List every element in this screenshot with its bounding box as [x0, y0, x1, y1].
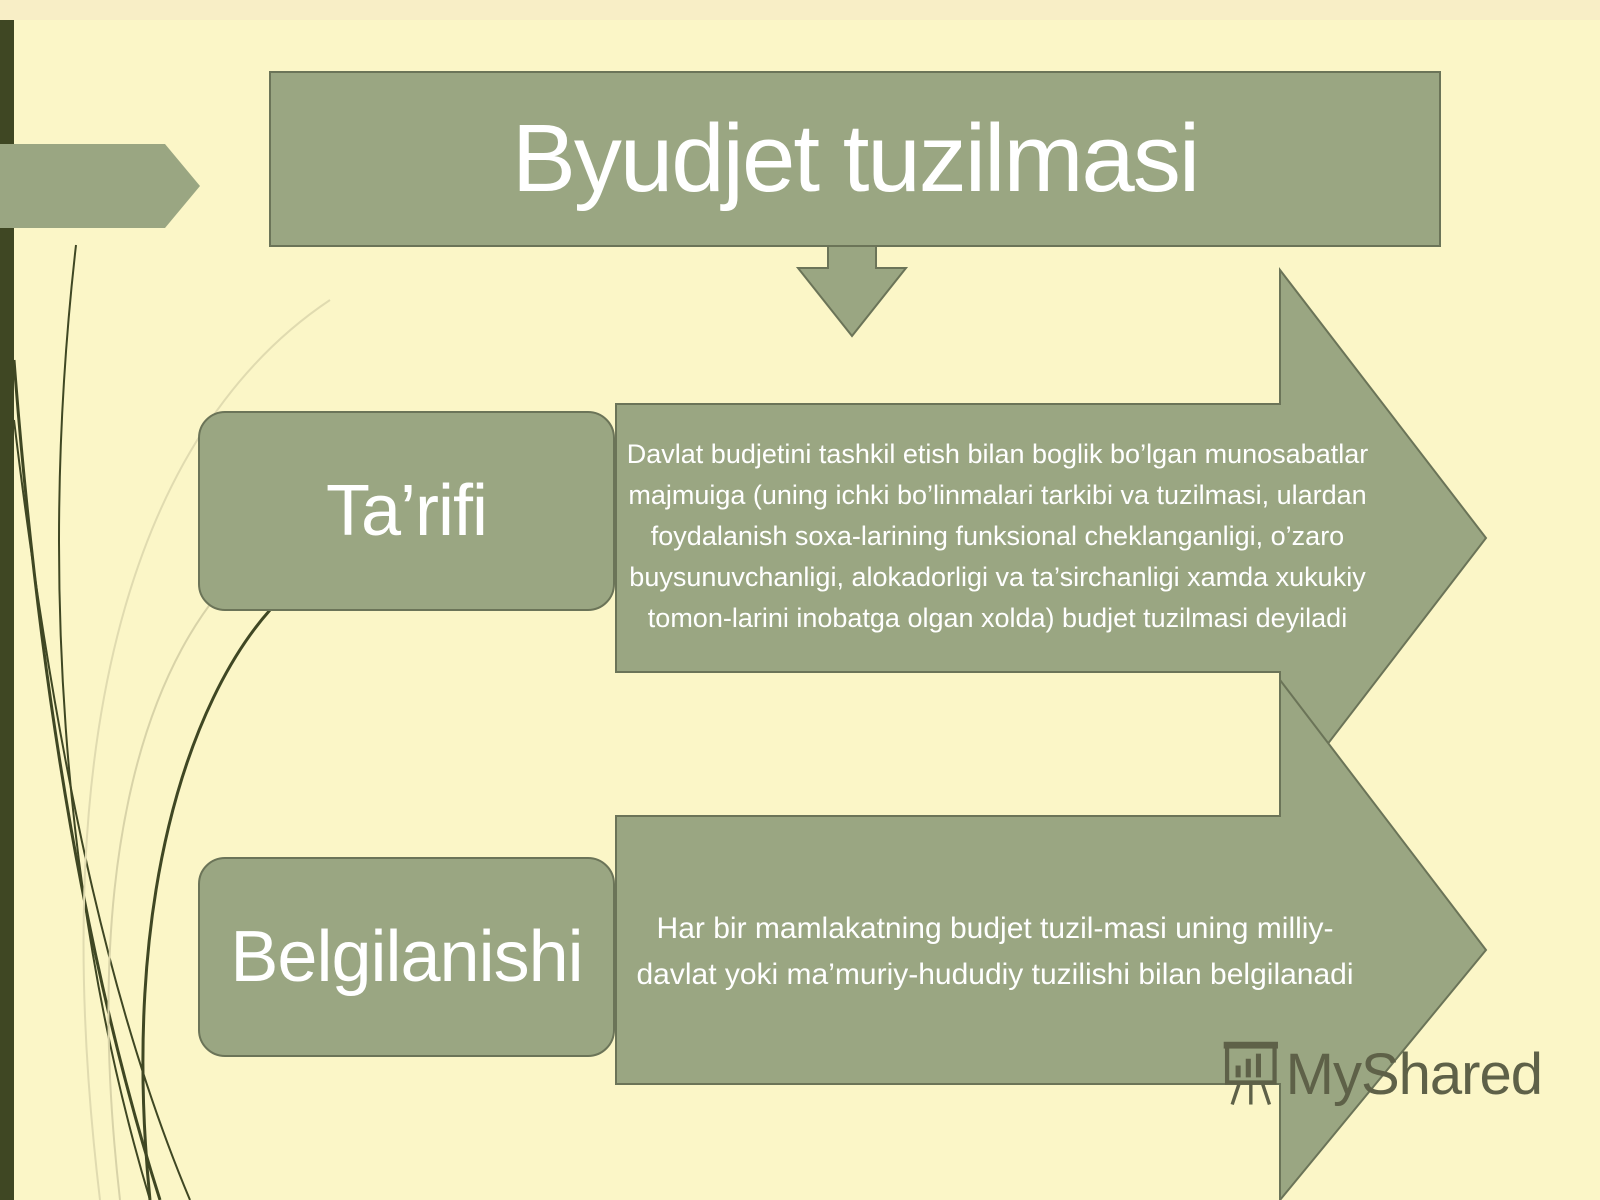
top-strip [0, 0, 1600, 20]
row-text-determination: Har bir mamlakatning budjet tuzil-masi u… [636, 912, 1354, 991]
presentation-board-icon [1223, 1041, 1278, 1106]
watermark-text: MyShared [1285, 1041, 1543, 1107]
down-arrow-shape [795, 245, 909, 338]
label-box-2-shape [198, 857, 615, 1057]
label-box-1-shape [198, 411, 615, 611]
right-arrow-2-shape [615, 677, 1488, 1200]
page-title: Byudjet tuzilmasi [511, 105, 1200, 212]
left-accent-bar [0, 20, 14, 1200]
row-text-definition: Davlat budjetini tashkil etish bilan bog… [626, 439, 1369, 633]
left-tab-shape [0, 144, 200, 228]
row-label-determination: Belgilanishi [230, 917, 583, 997]
row-label-definition: Ta’rifi [325, 471, 488, 551]
watermark: MyShared [1222, 1034, 1543, 1114]
title-box-shape [269, 71, 1441, 247]
right-arrow-1-shape [615, 267, 1488, 809]
